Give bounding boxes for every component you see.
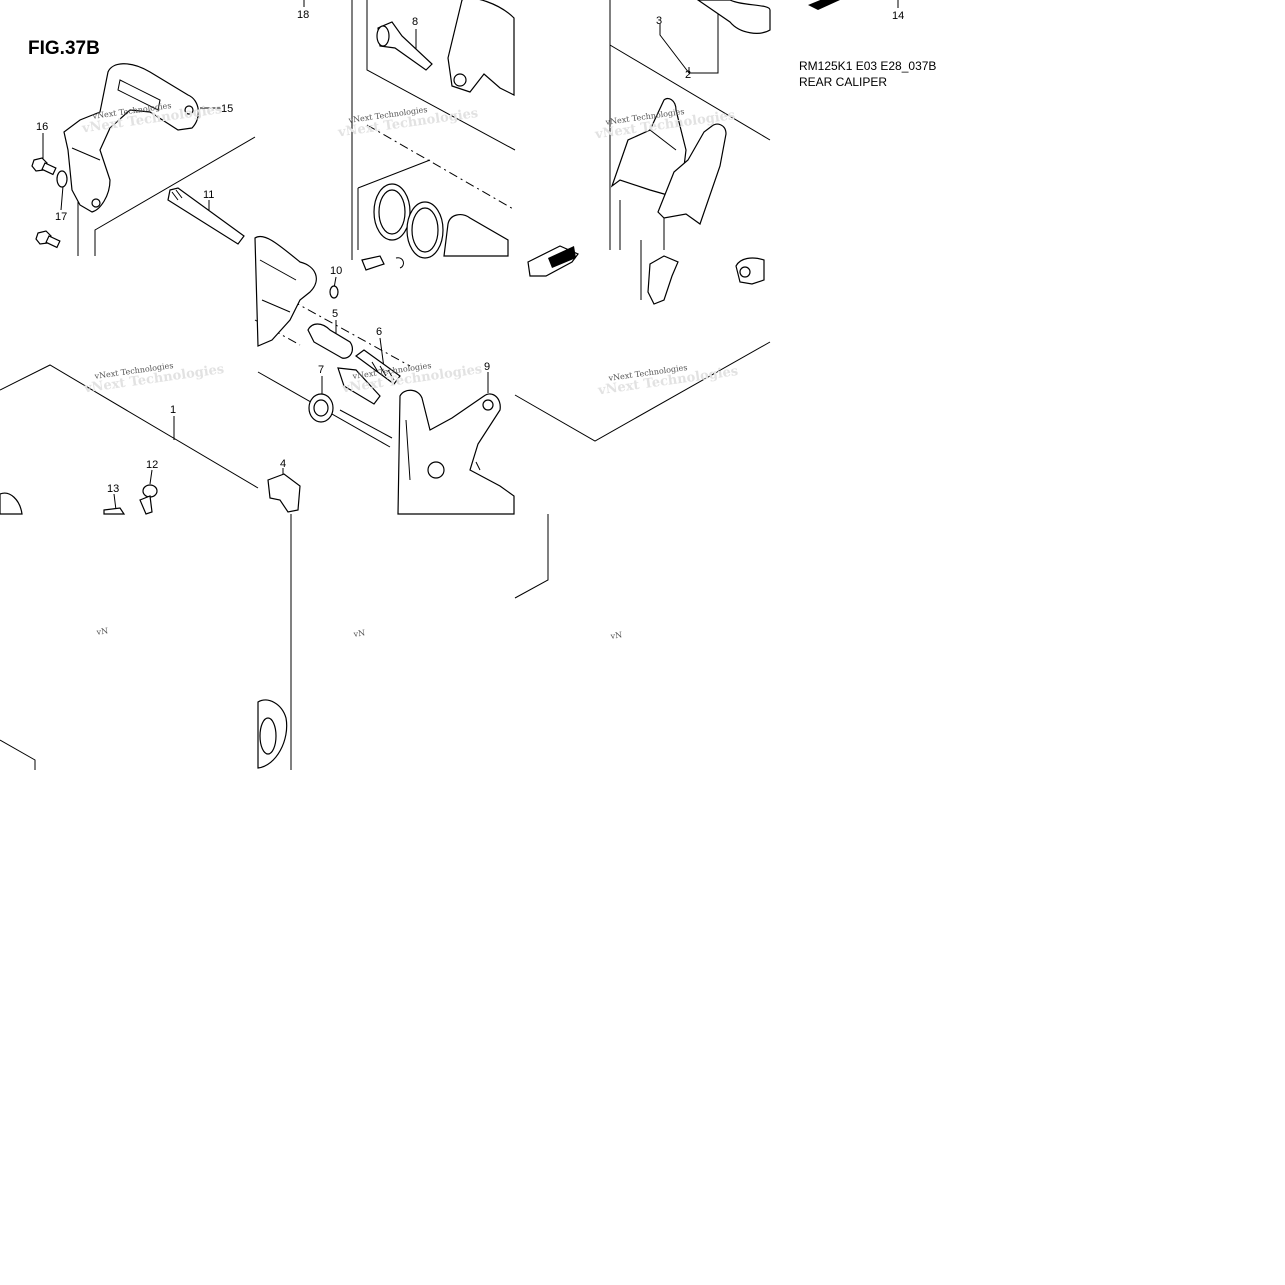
figure-title: FIG.37B [28,38,100,59]
callout-6: 6 [376,326,382,338]
callout-7: 7 [318,364,324,376]
front-arrow-icon [527,245,579,277]
brake-pads-part [610,0,771,225]
watermark-partial: vN [96,626,109,637]
callout-16: 16 [36,121,48,133]
callout-labels: 1 2 3 4 5 6 7 8 9 10 11 12 13 14 15 16 1… [36,9,904,495]
lower-caliper-parts [0,473,301,769]
front-arrow-top-icon [808,0,840,10]
guide-pin-part [376,21,433,71]
caliper-body-part [254,0,515,347]
callout-11: 11 [203,189,214,201]
callout-14: 14 [892,10,904,22]
pad-clip-part [647,255,765,305]
piston-seals-part [373,183,509,259]
caliper-bracket-part [63,63,199,213]
watermark-partial: vN [353,628,366,639]
callout-8: 8 [412,16,418,28]
callout-17: 17 [55,211,67,223]
callout-3: 3 [656,15,662,27]
support-bracket-part [397,389,515,515]
slide-pin-part [167,187,245,245]
callout-2: 2 [685,69,691,81]
watermark-partial: vN [610,630,623,641]
callout-12: 12 [146,459,158,471]
callout-4: 4 [280,458,286,470]
frame-lines [0,0,771,770]
callout-9: 9 [484,361,490,373]
callout-13: 13 [107,483,119,495]
callout-10: 10 [330,265,342,277]
callout-5: 5 [332,308,338,320]
callout-1: 1 [170,404,176,416]
assembly-name: REAR CALIPER [799,75,888,89]
bolt-parts [31,157,68,249]
callout-18: 18 [297,9,309,21]
model-code: RM125K1 E03 E28_037B [799,59,937,73]
callout-15: 15 [221,103,233,115]
bleeder-parts [307,255,404,423]
